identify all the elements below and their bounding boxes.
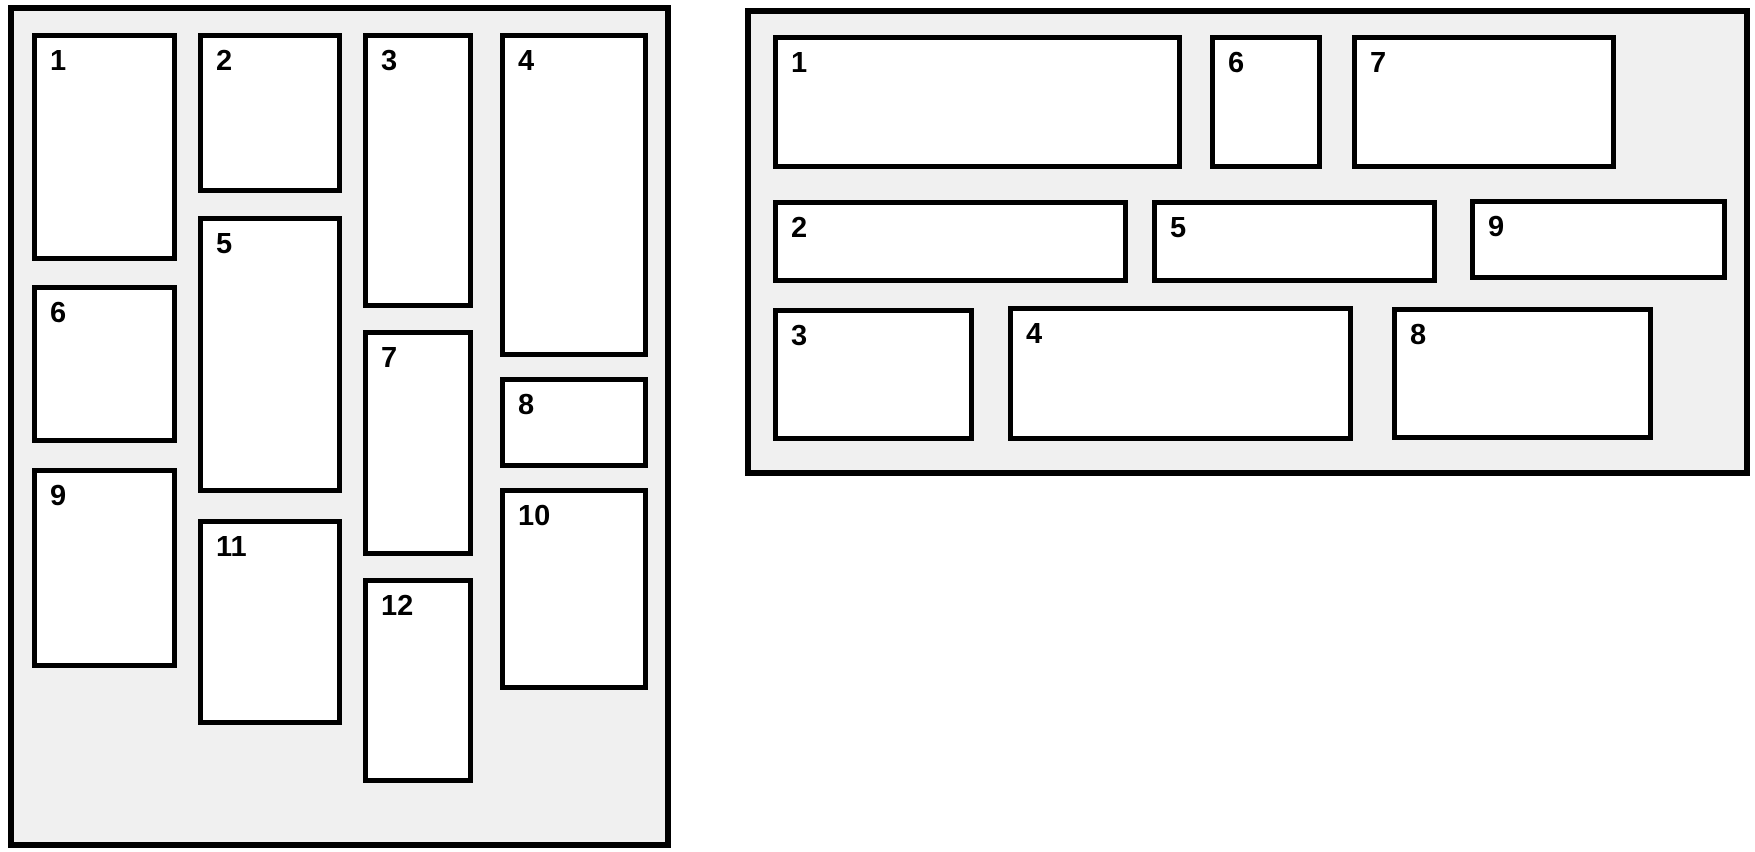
masonry-item-number: 4	[1026, 318, 1043, 350]
masonry-item: 2	[198, 33, 342, 193]
masonry-item: 8	[500, 377, 648, 468]
masonry-item-number: 11	[216, 531, 247, 563]
masonry-item-number: 1	[50, 45, 67, 77]
masonry-item: 10	[500, 488, 648, 690]
masonry-item-number: 12	[381, 590, 414, 622]
masonry-item: 6	[1210, 35, 1322, 169]
masonry-item: 4	[1008, 306, 1353, 441]
masonry-item: 7	[1352, 35, 1616, 169]
row-masonry-panel: 1 6 7 2 5 9 3 4 8	[745, 8, 1750, 476]
masonry-item: 6	[32, 285, 177, 443]
masonry-item-number: 3	[381, 45, 398, 77]
masonry-item-number: 8	[518, 389, 535, 421]
masonry-item: 8	[1392, 307, 1653, 440]
masonry-item: 7	[363, 330, 473, 556]
masonry-item-number: 8	[1410, 319, 1427, 351]
masonry-item-number: 6	[1228, 47, 1245, 79]
masonry-item-number: 6	[50, 297, 67, 329]
masonry-item: 4	[500, 33, 648, 357]
masonry-item-number: 2	[791, 212, 808, 244]
masonry-item: 3	[773, 308, 974, 441]
masonry-item: 9	[1470, 199, 1727, 280]
masonry-item: 3	[363, 33, 473, 308]
masonry-item-number: 3	[791, 320, 808, 352]
masonry-item-number: 5	[1170, 212, 1187, 244]
masonry-item: 11	[198, 519, 342, 725]
masonry-item: 1	[32, 33, 177, 261]
masonry-item: 1	[773, 35, 1182, 169]
masonry-item: 12	[363, 578, 473, 783]
masonry-item-number: 9	[1488, 211, 1505, 243]
masonry-item-number: 7	[1370, 47, 1387, 79]
masonry-item: 5	[1152, 200, 1437, 283]
masonry-item: 9	[32, 468, 177, 668]
masonry-item: 5	[198, 216, 342, 493]
masonry-item-number: 7	[381, 342, 398, 374]
masonry-item-number: 10	[518, 500, 551, 532]
masonry-item-number: 2	[216, 45, 233, 77]
masonry-item-number: 1	[791, 47, 808, 79]
masonry-item-number: 5	[216, 228, 233, 260]
masonry-item-number: 9	[50, 480, 67, 512]
masonry-item: 2	[773, 200, 1128, 283]
masonry-item-number: 4	[518, 45, 535, 77]
